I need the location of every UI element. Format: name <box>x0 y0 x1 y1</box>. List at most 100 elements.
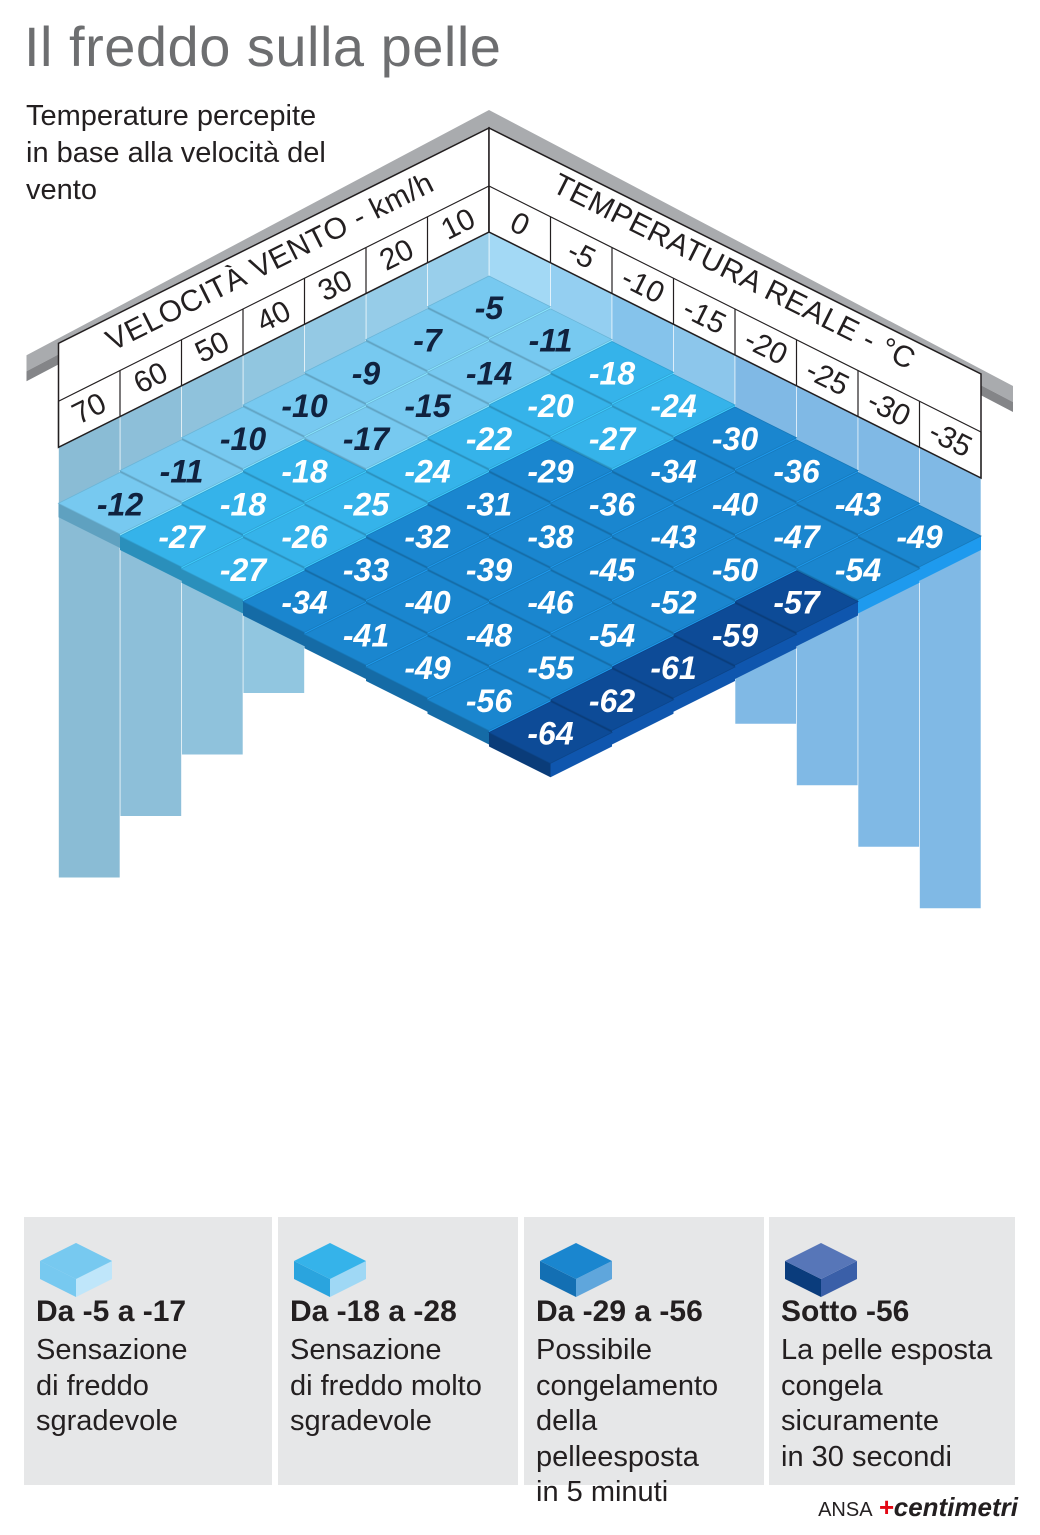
cell-value: -45 <box>589 552 636 588</box>
cell-top-face <box>672 603 798 666</box>
cell-top-face <box>672 472 798 535</box>
cell-top-face <box>57 472 183 535</box>
cell-top-face <box>488 308 613 371</box>
cell-top-face <box>426 406 552 469</box>
credit: ANSA+centimetri <box>818 1492 1018 1523</box>
legend-range-4: Sotto -56 <box>781 1295 910 1328</box>
cell-value: -34 <box>650 454 696 490</box>
legend-text-3: Possibile congelamento della pelleespost… <box>536 1334 719 1508</box>
cell-right-face <box>919 536 981 581</box>
cell-value: -52 <box>650 585 696 621</box>
cell-top-face <box>549 537 675 600</box>
cell-value: -43 <box>835 486 881 522</box>
cell-value: -11 <box>529 323 573 359</box>
cell-top-face <box>549 472 675 535</box>
legend-range-1: Da -5 a -17 <box>36 1295 187 1328</box>
cell-top-face <box>734 570 859 633</box>
cell-left-face <box>366 667 428 712</box>
cell-top-face <box>488 504 613 568</box>
cell: -64 <box>488 701 613 778</box>
cell-value: -43 <box>650 519 696 555</box>
cell-top-face <box>549 341 675 404</box>
cell-top-face <box>549 406 675 469</box>
cell-left-face <box>304 634 366 679</box>
cube-icon-level-2 <box>294 1243 366 1297</box>
cell-top-face <box>365 373 490 437</box>
cell-top-face <box>119 504 244 568</box>
cell-top-face <box>672 537 798 600</box>
cell-top-face <box>426 275 552 338</box>
cell-value: -18 <box>220 486 266 522</box>
cell-top-face <box>734 504 859 568</box>
cell-top-face <box>242 570 367 633</box>
cell-value: -39 <box>466 552 512 588</box>
cell-value: -54 <box>589 617 635 653</box>
cell-top-face <box>180 406 306 469</box>
credit-brand: +centimetri <box>879 1492 1018 1522</box>
cell-top-face <box>365 308 490 371</box>
cell-value: -36 <box>589 486 635 522</box>
header-band-left <box>58 185 490 402</box>
cell-value: -47 <box>773 519 821 555</box>
cell-value: -27 <box>589 421 637 457</box>
cell-top-face <box>303 603 429 666</box>
cell-left-face <box>427 699 489 745</box>
cell-value: -62 <box>589 683 635 719</box>
cell-value: -14 <box>466 355 512 391</box>
cell-left-face <box>58 503 120 548</box>
cell-value: -54 <box>835 552 881 588</box>
cell-value: -36 <box>773 454 819 490</box>
cell-value: -33 <box>343 552 389 588</box>
cell-value: -30 <box>712 421 758 457</box>
cell-value: -15 <box>404 388 451 424</box>
cell-top-face <box>303 537 429 600</box>
cell-top-face <box>242 504 367 568</box>
cell-value: -24 <box>650 388 696 424</box>
cell-top-face <box>549 668 675 731</box>
cell-top-face <box>857 504 982 568</box>
cell-value: -50 <box>712 552 758 588</box>
roof-eave <box>26 110 1013 402</box>
cube-icon-level-1 <box>40 1243 112 1297</box>
cell-top-face <box>488 373 613 437</box>
cell-top-face <box>303 472 429 535</box>
cube-icon-level-4 <box>785 1243 857 1297</box>
cell-top-face <box>426 341 552 404</box>
credit-brand-plus: + <box>878 1492 894 1522</box>
cell-value: -9 <box>352 355 381 391</box>
cell-top-face <box>488 570 613 633</box>
cell-top-face <box>734 439 859 502</box>
cell-value: -32 <box>404 519 450 555</box>
cell-left-face <box>243 601 305 647</box>
cell-top-face <box>365 570 490 633</box>
cell-top-face <box>611 439 736 502</box>
cell-top-face <box>611 504 736 568</box>
cell-value: -18 <box>281 454 327 490</box>
legend-level-4: Sotto -56 La pelle esposta congela sicur… <box>769 1217 1015 1485</box>
credit-brand-name: centimetri <box>893 1492 1018 1522</box>
legend-range-2: Da -18 a -28 <box>290 1295 457 1328</box>
cell-value: -27 <box>158 519 206 555</box>
legend-level-2: Da -18 a -28 Sensazione di freddo molto … <box>278 1217 518 1485</box>
cell-value: -27 <box>220 552 268 588</box>
cell-top-face <box>426 668 552 731</box>
cell-value: -34 <box>281 585 327 621</box>
cell-value: -29 <box>527 454 573 490</box>
cell-value: -61 <box>650 650 696 686</box>
cell-top-face <box>180 537 306 600</box>
cell-value: -55 <box>527 650 574 686</box>
cell-top-face <box>488 439 613 502</box>
cell-right-face <box>673 667 735 712</box>
cell-top-face <box>180 472 306 535</box>
legend-level-3: Da -29 a -56 Possibile congelamento dell… <box>524 1217 764 1508</box>
cell-value: -31 <box>466 486 512 522</box>
cell-top-face <box>365 635 490 699</box>
cell-top-face <box>303 341 429 404</box>
cell-value: -22 <box>466 421 512 457</box>
cell-top-face <box>242 439 367 502</box>
legend-text-4: La pelle esposta congela sicuramente in … <box>781 1334 993 1473</box>
cell-top-face <box>242 373 367 437</box>
cell-value: -59 <box>712 617 758 653</box>
cell-right-face <box>796 601 858 647</box>
cell-top-face <box>365 504 490 568</box>
